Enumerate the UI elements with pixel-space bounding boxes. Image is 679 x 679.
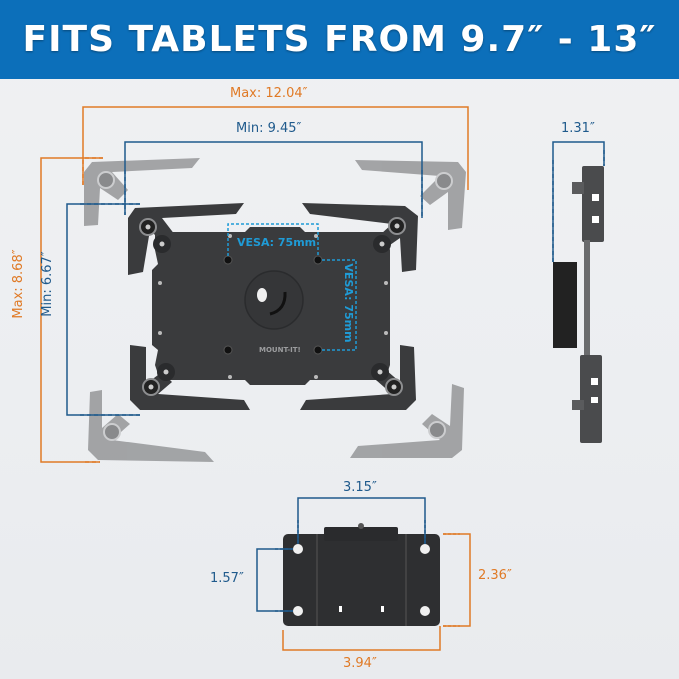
arm-pivot-knobs xyxy=(139,217,406,396)
hole-spacing-horizontal-label: 3.15″ xyxy=(343,480,377,495)
hole-spacing-vertical-label: 1.57″ xyxy=(210,571,244,586)
max-width-label: Max: 12.04″ xyxy=(230,86,308,101)
center-rotation-disc xyxy=(244,270,304,330)
plate-size-lines xyxy=(282,533,471,651)
min-width-line xyxy=(124,141,423,218)
vesa-vertical-label: VESA: 75mm xyxy=(342,263,356,343)
wall-plate xyxy=(283,523,440,626)
plate-height-label: 2.36″ xyxy=(478,568,512,583)
max-height-label: Max: 8.68″ xyxy=(10,249,26,319)
banner-title: FITS TABLETS FROM 9.7″ - 13″ xyxy=(22,19,657,60)
side-view-profile xyxy=(553,166,604,443)
min-width-label: Min: 9.45″ xyxy=(236,121,302,136)
extended-arms-ghost xyxy=(84,158,466,462)
plate-screws xyxy=(158,234,388,379)
plate-hole-spacing-lines xyxy=(256,497,426,612)
min-height-label: Min: 6.67″ xyxy=(39,251,55,317)
min-height-line xyxy=(66,203,140,416)
vesa-lines xyxy=(227,223,357,351)
plate-width-label: 3.94″ xyxy=(343,656,377,671)
depth-label: 1.31″ xyxy=(561,121,595,136)
header-banner: FITS TABLETS FROM 9.7″ - 13″ xyxy=(0,0,679,79)
depth-line xyxy=(552,141,605,262)
vesa-horizontal-label: VESA: 75mm xyxy=(237,236,317,249)
brand-logo: MOUNT-IT! xyxy=(259,346,301,354)
max-height-line xyxy=(40,157,103,463)
max-width-line xyxy=(82,106,469,190)
